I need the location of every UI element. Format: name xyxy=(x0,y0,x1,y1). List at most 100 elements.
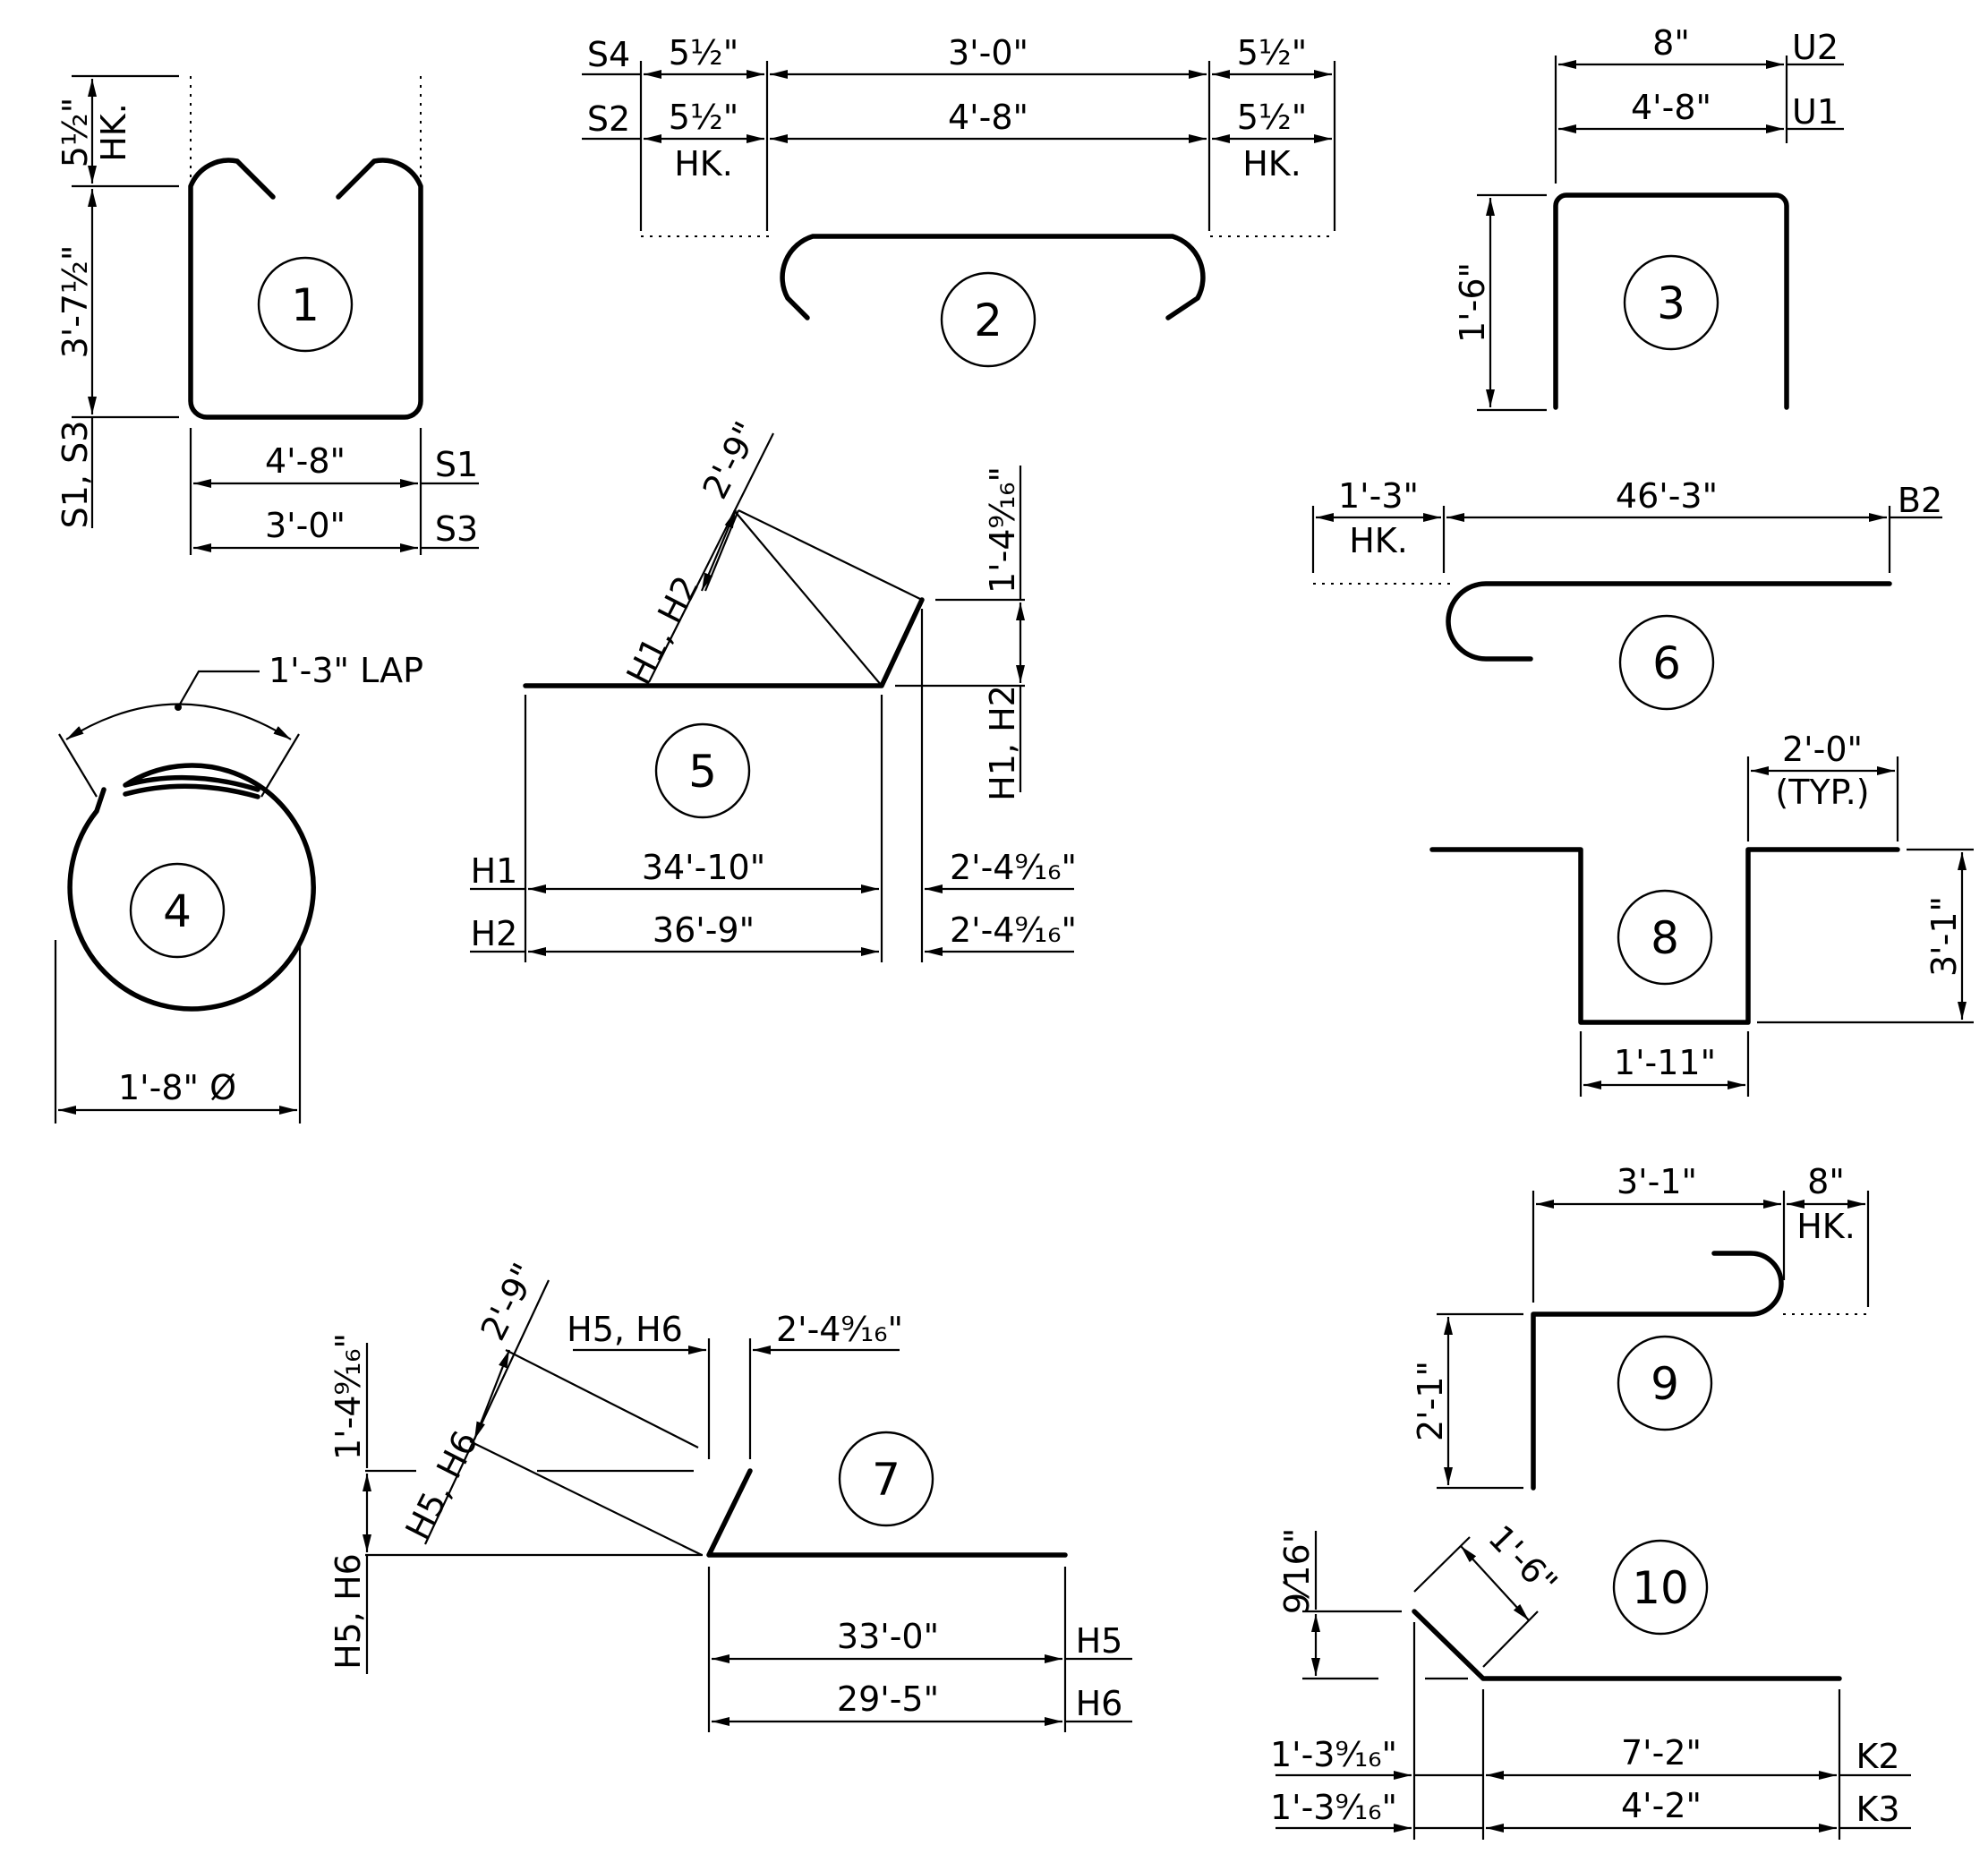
shape-8-number-circle xyxy=(1617,889,1713,986)
shape-6-number: 6 xyxy=(1652,637,1681,689)
shape-3-height: 1'-6" xyxy=(1453,262,1492,343)
shape-9-height: 2'-1" xyxy=(1411,1361,1450,1441)
shape-8-typ-note: (TYP.) xyxy=(1775,773,1869,812)
shape-6-number-circle xyxy=(1618,614,1715,711)
shape-2-row2-mid: 4'-8" xyxy=(948,98,1028,137)
shape-3-label-u2: U2 xyxy=(1792,28,1839,67)
shape-1-width-s1: 4'-8" xyxy=(265,441,346,481)
shape-7-len-h6: 29'-5" xyxy=(837,1679,939,1719)
shape-4-lap: 1'-3" LAP xyxy=(269,651,423,690)
shape-5-len-h1: 34'-10" xyxy=(642,848,765,887)
shape-10-len-k3: 4'-2" xyxy=(1621,1786,1702,1825)
shape-10-len-k2: 7'-2" xyxy=(1621,1733,1702,1773)
shape-7-number: 7 xyxy=(872,1454,900,1506)
shape-5-off-h1: 2'-4⁹⁄₁₆" xyxy=(950,848,1077,887)
shape-5-rise: 1'-4⁹⁄₁₆" xyxy=(983,466,1022,594)
shape-7-slope-bars: H5, H6 xyxy=(397,1424,485,1546)
shape-5-number-circle xyxy=(654,722,751,819)
shape-1-bars: S1, S3 xyxy=(55,421,95,529)
shape-5-label-h2: H2 xyxy=(471,914,518,953)
shape-2-hook-note-left: HK. xyxy=(674,144,733,184)
shape-4-diameter: 1'-8" Ø xyxy=(118,1068,236,1107)
shape-7: 2'-9" H5, H6 1'-4⁹⁄₁₆" H5, H6 H5, H6 2'-… xyxy=(328,1257,1132,1732)
shape-3-number-circle xyxy=(1623,254,1719,351)
shape-6-label: B2 xyxy=(1898,481,1942,520)
shape-4-number: 4 xyxy=(163,885,192,937)
shape-5-slope: 2'-9" xyxy=(695,415,766,505)
shape-9-length: 3'-1" xyxy=(1617,1162,1697,1201)
shape-3-top-u1: 4'-8" xyxy=(1631,88,1711,127)
shape-9: 3'-1" 8" HK. 2'-1" 9 xyxy=(1411,1162,1870,1491)
shape-2-number-circle xyxy=(940,271,1037,368)
shape-10-rise: 9⁄16" xyxy=(1277,1528,1317,1614)
shape-10-slope: 1'-6" xyxy=(1480,1517,1565,1602)
shape-6-hook-note: HK. xyxy=(1349,521,1408,560)
shape-6-bar xyxy=(1446,581,1892,662)
shape-2-row2-left: 5½" xyxy=(669,98,739,137)
shape-8-depth: 3'-1" xyxy=(1924,896,1964,977)
shape-6-hook: 1'-3" xyxy=(1338,476,1419,516)
shape-5-slope-bars: H1, H2 xyxy=(619,569,706,691)
shape-1-bar xyxy=(188,158,423,420)
shape-7-offset: 2'-4⁹⁄₁₆" xyxy=(776,1310,903,1349)
shape-2-row1-mid: 3'-0" xyxy=(948,33,1028,73)
shape-2-hook-note-right: HK. xyxy=(1242,144,1301,184)
shape-2-row1-right: 5½" xyxy=(1237,33,1308,73)
shape-3-number: 3 xyxy=(1657,278,1685,329)
shape-1-number-circle xyxy=(257,256,354,353)
shape-5-bar xyxy=(523,597,925,688)
shape-5-label-h1: H1 xyxy=(471,851,518,891)
shape-1-width-s3: 3'-0" xyxy=(265,506,346,545)
shape-2-number: 2 xyxy=(974,295,1003,346)
shape-1-label-s3: S3 xyxy=(435,509,478,549)
shape-6: 1'-3" HK. 46'-3" B2 6 xyxy=(1311,476,1942,711)
shape-2-bar xyxy=(780,234,1206,320)
shape-8-number: 8 xyxy=(1651,912,1679,964)
shape-2-row1-label: S4 xyxy=(587,35,630,74)
shape-9-hook-note: HK. xyxy=(1796,1207,1856,1246)
shape-8-bottom: 1'-11" xyxy=(1614,1043,1716,1082)
shape-8-typ-len: 2'-0" xyxy=(1782,730,1863,769)
shape-3: 8" U2 4'-8" U1 1'-6" 3 xyxy=(1453,23,1844,412)
shape-3-bar xyxy=(1553,192,1789,410)
shape-3-label-u1: U1 xyxy=(1792,92,1839,132)
shape-2-row2-right: 5½" xyxy=(1237,98,1308,137)
shape-1-hook-note: HK. xyxy=(94,103,133,162)
shape-1-hook-dim: 5½" xyxy=(55,98,95,168)
shape-10: 1'-6" 9⁄16" 1'-3⁹⁄₁₆" 7'-2" K2 1'-3⁹⁄₁₆"… xyxy=(1270,1517,1911,1840)
shape-7-label-h6: H6 xyxy=(1076,1684,1123,1723)
shape-2: S4 5½" 3'-0" 5½" S2 5½" 4'-8" 5½" HK. HK… xyxy=(582,33,1336,368)
shape-8: 2'-0" (TYP.) 3'-1" 1'-11" 8 xyxy=(1429,730,1974,1097)
shape-10-number-circle xyxy=(1612,1539,1709,1636)
shape-7-slope: 2'-9" xyxy=(473,1257,544,1346)
shape-7-len-h5: 33'-0" xyxy=(837,1617,939,1656)
shape-2-row2-label: S2 xyxy=(587,99,630,139)
shape-4-number-circle xyxy=(129,862,226,959)
shape-2-row1-left: 5½" xyxy=(669,33,739,73)
shape-9-number: 9 xyxy=(1651,1358,1679,1410)
shape-4: 1'-3" LAP 1'-8" Ø 4 xyxy=(54,651,423,1124)
shape-10-off-k2: 1'-3⁹⁄₁₆" xyxy=(1270,1735,1397,1774)
shape-10-label-k3: K3 xyxy=(1856,1790,1899,1829)
shape-8-bar xyxy=(1429,847,1900,1025)
shape-7-label-h5: H5 xyxy=(1076,1621,1123,1661)
shape-9-hook: 8" xyxy=(1807,1162,1845,1201)
shape-5: 2'-9" H1, H2 1'-4⁹⁄₁₆" H1, H2 H1 34'-10"… xyxy=(470,415,1077,962)
shape-1-number: 1 xyxy=(291,279,320,331)
shape-6-length: 46'-3" xyxy=(1616,476,1718,516)
shape-5-number: 5 xyxy=(688,746,717,798)
shape-5-off-h2: 2'-4⁹⁄₁₆" xyxy=(950,910,1077,950)
shape-3-top-u2: 8" xyxy=(1652,23,1690,63)
shape-1-height-dim: 3'-7½" xyxy=(55,245,95,359)
shape-5-len-h2: 36'-9" xyxy=(653,910,755,950)
shape-10-label-k2: K2 xyxy=(1856,1737,1899,1776)
shape-10-number: 10 xyxy=(1632,1562,1689,1614)
shape-10-bar xyxy=(1412,1609,1842,1681)
shape-7-number-circle xyxy=(838,1431,934,1527)
shape-1: 5½" HK. 3'-7½" S1, S3 4'-8" S1 3'-0" S3 … xyxy=(55,74,479,555)
shape-7-bar xyxy=(706,1468,1068,1558)
shape-10-off-k3: 1'-3⁹⁄₁₆" xyxy=(1270,1788,1397,1827)
shape-7-rise-bars: H5, H6 xyxy=(328,1553,368,1670)
shape-7-off-label: H5, H6 xyxy=(567,1310,683,1349)
